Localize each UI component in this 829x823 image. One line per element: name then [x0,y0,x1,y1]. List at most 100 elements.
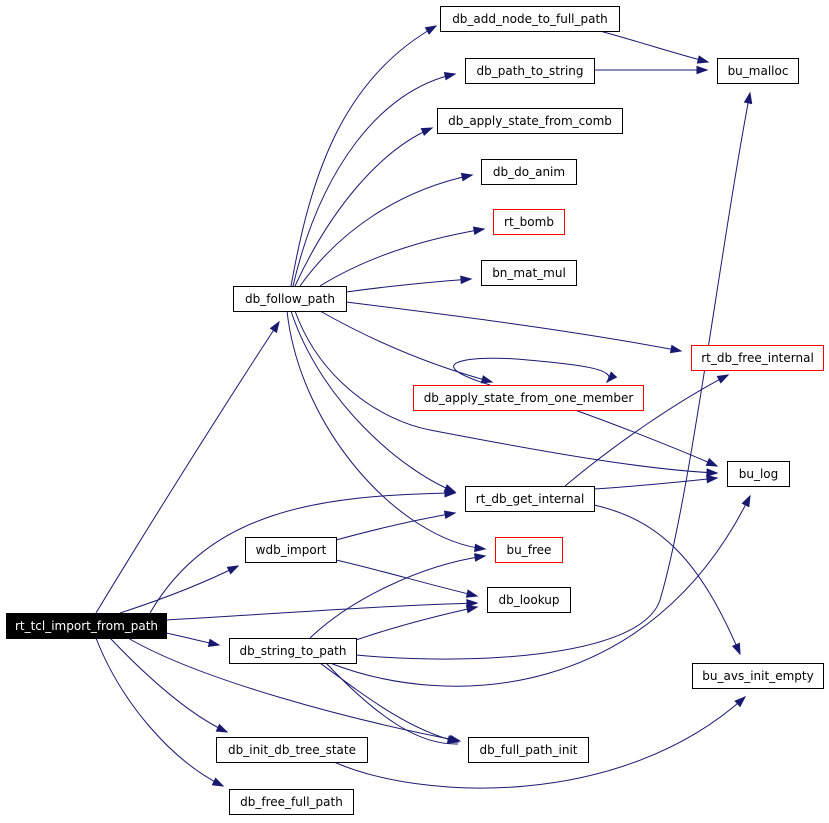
edge-db_string_to_path-to-bu_free [309,553,487,639]
node-box [717,58,799,84]
arrowhead [706,474,719,484]
node-box [465,486,595,512]
node-db-apply-state-from-one-member[interactable]: db_apply_state_from_one_member [413,385,644,411]
node-bu-malloc[interactable]: bu_malloc [717,58,799,84]
edges-layer [95,25,753,789]
edge-db_string_to_path-to-db_full_path_init [319,662,460,745]
arrowhead [465,589,479,598]
edge-db_apply_state_from_one_member-to-db_apply_state_from_one_member [453,357,618,386]
node-label: db_string_to_path [239,644,346,658]
node-rt-tcl-import-from-path[interactable]: rt_tcl_import_from_path [6,613,167,639]
arrowhead [420,127,434,137]
node-db-lookup[interactable]: db_lookup [487,587,571,613]
node-rt-bomb[interactable]: rt_bomb [493,209,565,235]
arrowhead [226,565,240,575]
node-box [691,345,824,371]
edge-db_follow_path-to-rt_db_free_internal [345,301,683,354]
arrowhead [443,71,457,81]
node-label: db_apply_state_from_one_member [424,391,634,405]
edge-db_follow_path-to-rt_db_get_internal [290,310,457,493]
edge-db_string_to_path-to-bu_log [329,494,751,687]
node-box [6,613,167,639]
node-label: wdb_import [256,543,327,557]
node-label: rt_db_free_internal [701,351,814,365]
arrowhead [706,468,719,477]
node-db-free-full-path[interactable]: db_free_full_path [229,789,354,815]
node-label: bu_avs_init_empty [702,669,813,683]
node-label: rt_tcl_import_from_path [15,619,158,633]
node-rt-db-get-internal[interactable]: rt_db_get_internal [465,486,595,512]
edge-rt_db_get_internal-to-bu_log [593,474,719,490]
edge-rt_db_get_internal-to-rt_db_free_internal [564,374,730,487]
node-label: db_full_path_init [480,743,578,757]
node-label: bu_log [739,467,779,481]
node-box [487,587,571,613]
node-label: bu_free [507,543,552,557]
arrowhead [696,55,710,64]
edge-rt_tcl_import_from_path-to-wdb_import [119,565,240,614]
arrowhead [696,65,709,75]
node-bu-log[interactable]: bu_log [727,461,790,487]
node-db-apply-state-from-comb[interactable]: db_apply_state_from_comb [437,108,623,134]
node-wdb-import[interactable]: wdb_import [245,537,337,563]
edge-db_follow_path-to-bu_log [294,310,719,477]
arrowhead [466,598,479,608]
node-box [233,286,347,312]
edge-rt_tcl_import_from_path-to-db_lookup [165,598,479,621]
node-label: db_init_db_tree_state [228,743,356,757]
node-box [468,737,589,763]
node-label: db_add_node_to_full_path [452,12,608,26]
arrowhead [465,605,479,614]
node-bu-avs-init-empty[interactable]: bu_avs_init_empty [692,663,824,689]
edge-db_follow_path-to-db_path_to_string [292,71,457,287]
edge-rt_tcl_import_from_path-to-db_string_to_path [165,632,221,648]
node-box [229,789,354,815]
node-label: db_do_anim [493,165,565,179]
edge-rt_tcl_import_from_path-to-db_free_full_path [95,637,225,787]
arrowhead [716,374,730,384]
node-db-init-db-tree-state[interactable]: db_init_db_tree_state [216,737,368,763]
arrowhead [446,735,460,744]
node-label: db_follow_path [245,292,335,306]
edge-rt_tcl_import_from_path-to-db_init_db_tree_state [109,637,229,733]
edge-db_follow_path-to-db_do_anim [299,172,474,287]
node-box [481,260,577,286]
node-box [493,209,565,235]
node-db-path-to-string[interactable]: db_path_to_string [465,58,595,84]
node-db-full-path-init[interactable]: db_full_path_init [468,737,589,763]
node-rt-db-free-internal[interactable]: rt_db_free_internal [691,345,824,371]
node-bn-mat-mul[interactable]: bn_mat_mul [481,260,577,286]
arrowhead [215,723,229,733]
node-box [465,58,595,84]
arrowhead [474,543,487,553]
arrowhead [472,226,486,235]
edge-db_follow_path-to-db_add_node_to_full_path [290,25,438,287]
edge-db_follow_path-to-rt_bomb [319,226,486,287]
edge-db_follow_path-to-bu_free [286,310,487,553]
edge-db_string_to_path-to-db_lookup [355,605,479,641]
node-box [692,663,824,689]
node-db-follow-path[interactable]: db_follow_path [233,286,347,312]
node-bu-free[interactable]: bu_free [495,537,563,563]
node-db-do-anim[interactable]: db_do_anim [481,159,577,185]
arrowhead [741,494,751,508]
node-box [481,159,577,185]
edge-db_add_node_to_full_path-to-bu_malloc [599,30,710,64]
arrowhead [731,642,741,656]
node-db-add-node-to-full-path[interactable]: db_add_node_to_full_path [440,6,620,32]
edge-db_path_to_string-to-bu_malloc [594,65,709,75]
arrowhead [705,457,719,467]
arrowhead [443,510,457,520]
arrowhead [743,91,753,105]
arrowhead [474,553,487,562]
edge-wdb_import-to-rt_db_get_internal [335,510,457,541]
node-box [437,108,623,134]
arrowhead [669,344,683,354]
node-box [245,537,337,563]
edge-db_string_to_path-to-bu_malloc [355,91,753,660]
node-db-string-to-path[interactable]: db_string_to_path [229,638,357,664]
arrowhead [443,484,457,493]
node-label: rt_db_get_internal [476,492,585,506]
node-box [229,638,357,664]
node-box [413,385,644,411]
